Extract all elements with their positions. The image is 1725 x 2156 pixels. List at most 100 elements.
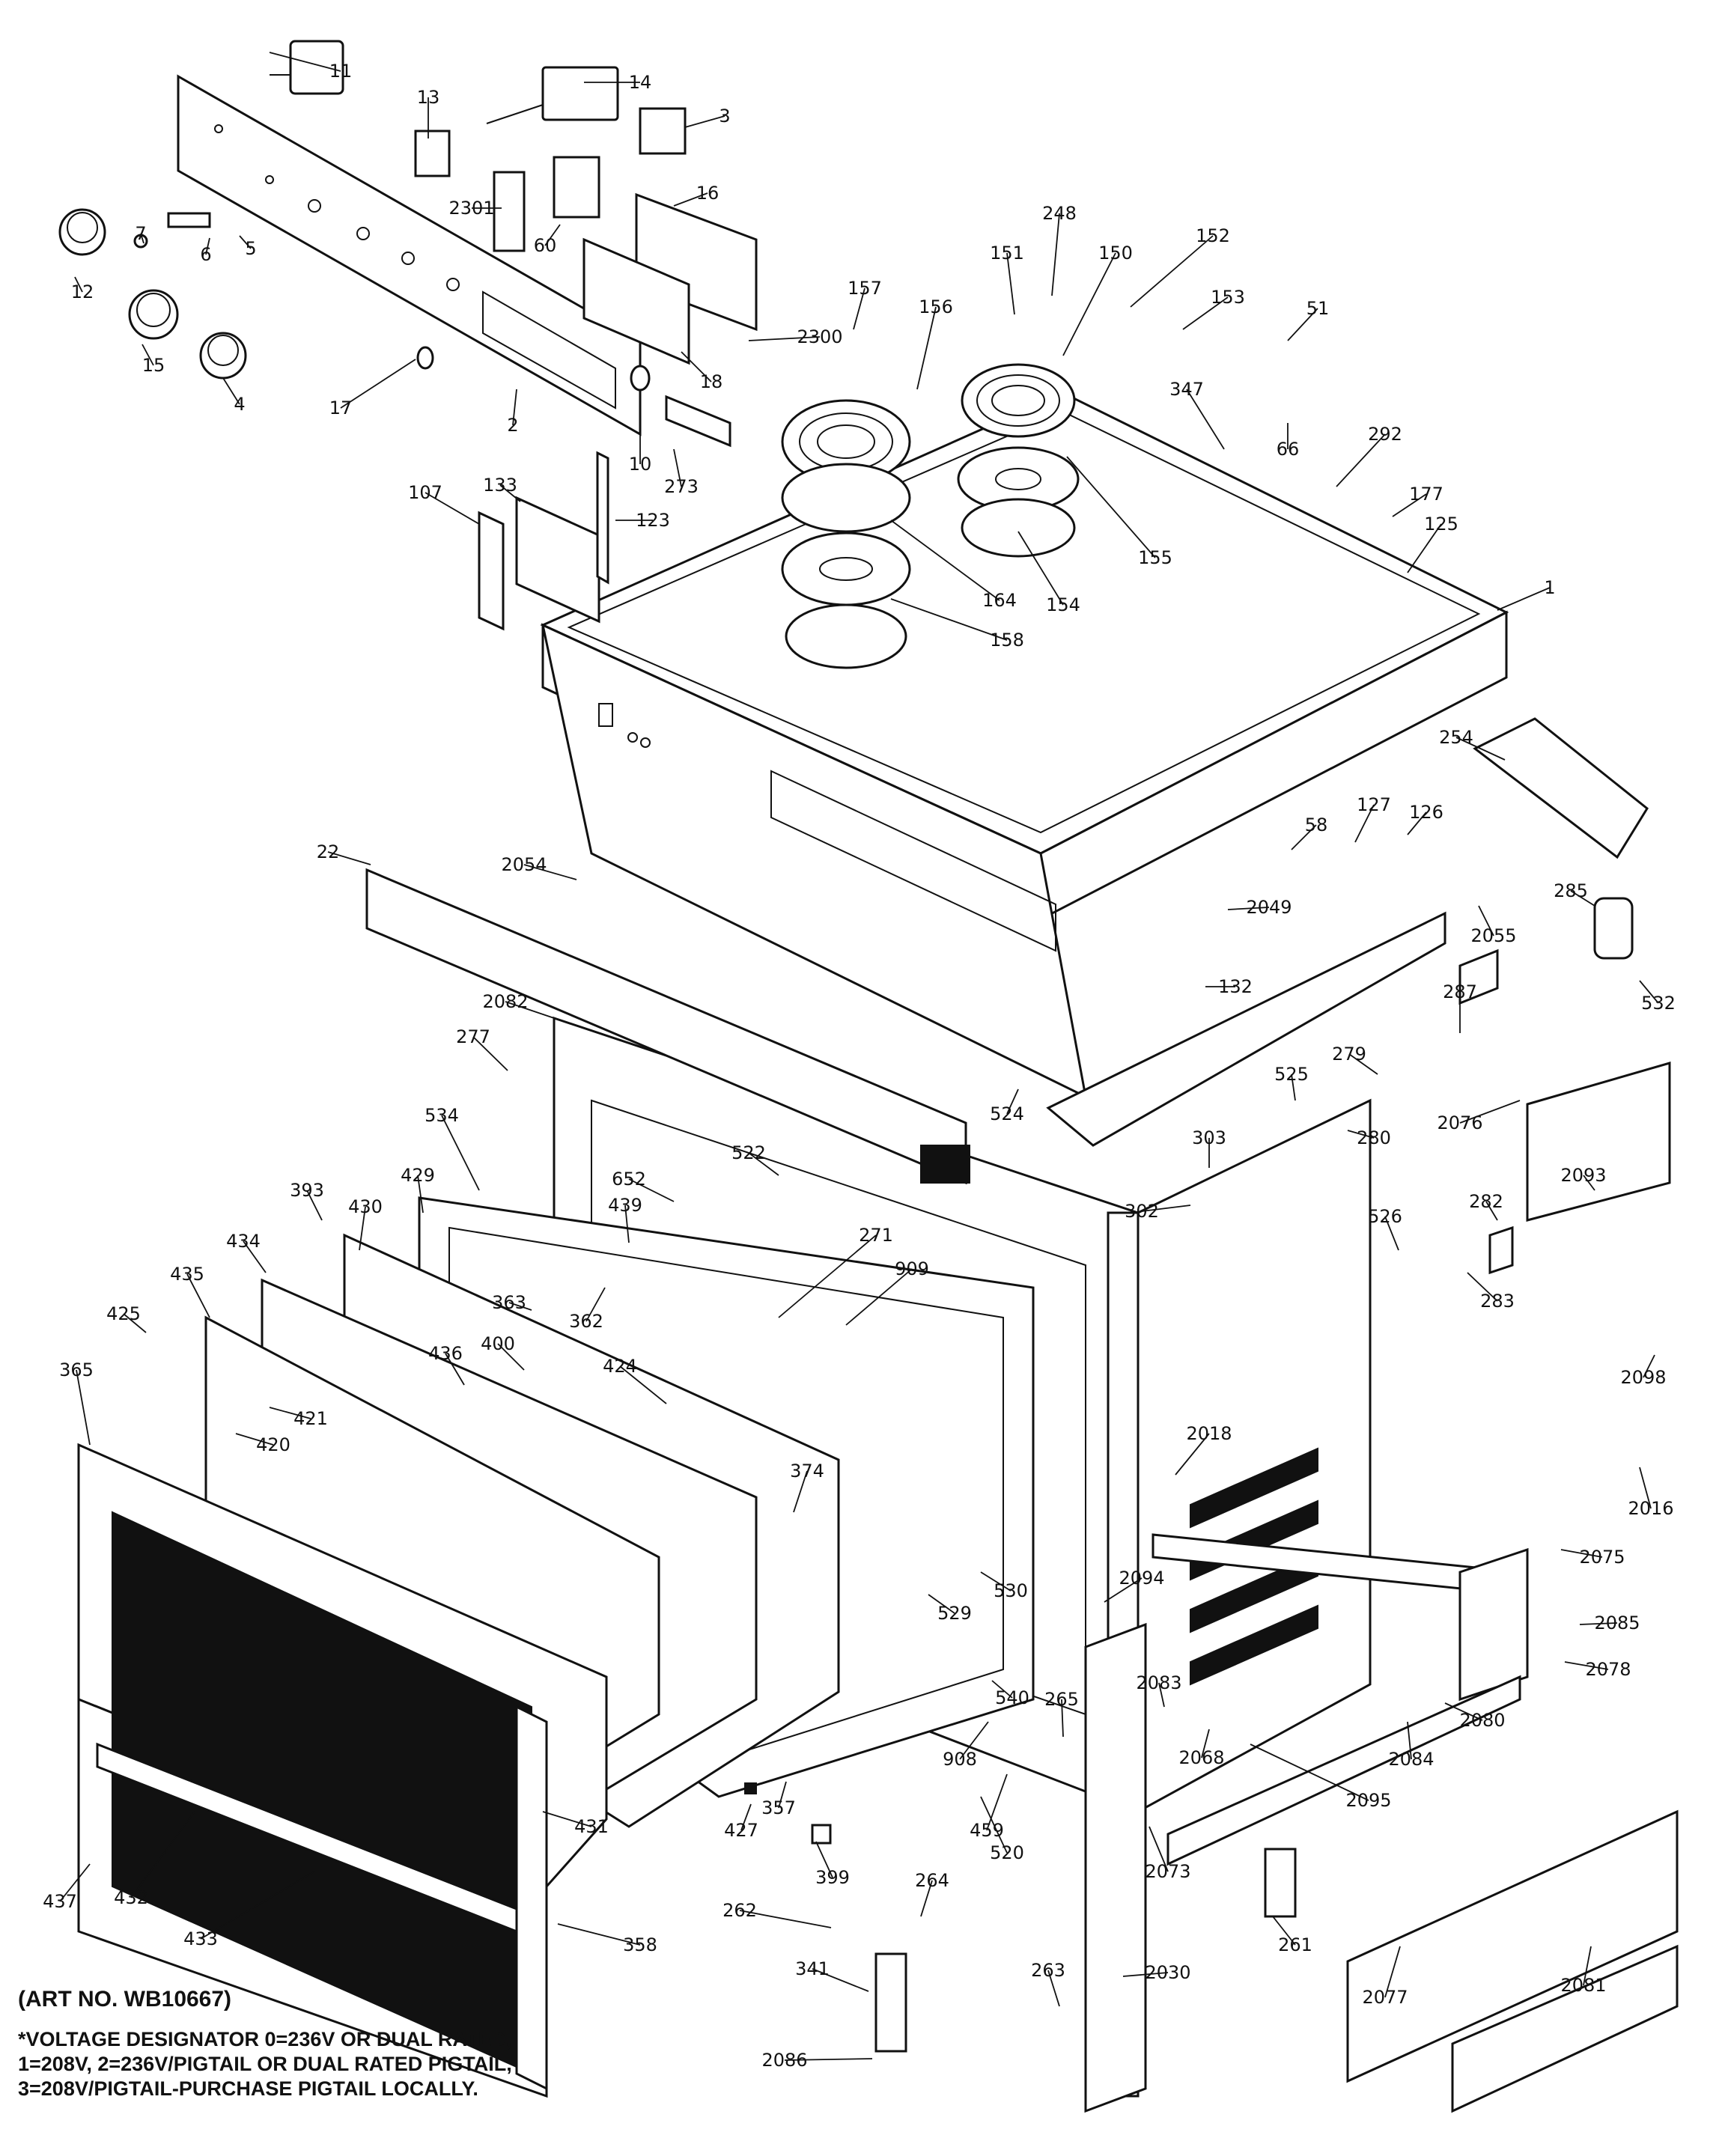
small-controls-top <box>58 40 758 448</box>
callout-label-435: 435 <box>170 1264 204 1285</box>
callout-label-107: 107 <box>408 482 442 503</box>
callout-label-164: 164 <box>982 590 1017 611</box>
callout-label-434: 434 <box>226 1231 261 1252</box>
callout-label-2078: 2078 <box>1585 1659 1631 1680</box>
callout-label-126: 126 <box>1409 802 1443 823</box>
callout-leader-2075 <box>1560 1549 1603 1558</box>
voltage-note-line: 1=208V, 2=236V/PIGTAIL OR DUAL RATED PIG… <box>18 2053 512 2075</box>
callout-label-13: 13 <box>417 87 440 108</box>
callout-leader-6 <box>205 237 210 255</box>
voltage-note-line: 3=208V/PIGTAIL-PURCHASE PIGTAIL LOCALLY. <box>18 2077 478 2100</box>
callout-leader-285 <box>1570 890 1595 907</box>
callout-leader-150 <box>1062 252 1116 356</box>
callout-label-2018: 2018 <box>1186 1423 1232 1444</box>
callout-leader-459 <box>986 1773 1008 1831</box>
callout-label-2077: 2077 <box>1362 1987 1408 2008</box>
callout-label-652: 652 <box>612 1169 646 1190</box>
callout-label-2095: 2095 <box>1345 1790 1391 1811</box>
callout-label-11: 11 <box>329 61 353 82</box>
callout-label-265: 265 <box>1044 1689 1079 1710</box>
callout-label-155: 155 <box>1138 547 1172 568</box>
callout-leader-133 <box>499 484 521 502</box>
callout-label-425: 425 <box>106 1303 141 1324</box>
callout-leader-2049 <box>1227 907 1270 910</box>
callout-label-532: 532 <box>1641 993 1676 1014</box>
callout-leader-265 <box>1061 1699 1064 1738</box>
callout-label-152: 152 <box>1196 225 1230 246</box>
callout-leader-51 <box>1287 308 1318 341</box>
callout-label-125: 125 <box>1424 514 1458 535</box>
callout-leader-126 <box>1407 811 1427 835</box>
callout-leader-2016 <box>1639 1467 1652 1509</box>
callout-label-540: 540 <box>995 1687 1029 1708</box>
callout-label-150: 150 <box>1098 243 1133 264</box>
callout-leader-18 <box>681 351 712 383</box>
callout-leader-363 <box>508 1302 532 1311</box>
callout-leader-1 <box>1497 587 1551 611</box>
callout-leader-12 <box>74 276 83 293</box>
callout-label-302: 302 <box>1125 1201 1159 1222</box>
oven-door-assembly <box>77 1196 1035 2098</box>
callout-leader-11 <box>269 52 341 72</box>
callout-leader-2095 <box>1250 1744 1369 1801</box>
callout-label-262: 262 <box>722 1900 757 1921</box>
callout-leader-2055 <box>1478 905 1494 937</box>
callout-leader-374 <box>793 1470 808 1513</box>
callout-leader-282 <box>1485 1201 1498 1221</box>
callout-leader-435 <box>186 1273 210 1318</box>
callout-label-420: 420 <box>256 1434 290 1455</box>
callout-label-157: 157 <box>848 278 882 299</box>
callout-label-133: 133 <box>483 475 517 496</box>
callout-label-2300: 2300 <box>797 326 842 347</box>
callout-leader-58 <box>1291 824 1317 850</box>
callout-label-277: 277 <box>456 1026 490 1047</box>
callout-label-151: 151 <box>990 243 1024 264</box>
cooktop-main-top <box>540 392 1509 1099</box>
callout-label-2301: 2301 <box>448 198 494 219</box>
callout-label-2098: 2098 <box>1620 1367 1666 1388</box>
callout-label-529: 529 <box>937 1603 972 1624</box>
callout-leader-280 <box>1347 1130 1375 1139</box>
callout-leader-2 <box>512 389 517 426</box>
callout-leader-357 <box>778 1781 787 1809</box>
callout-leader-341 <box>812 1968 869 1992</box>
callout-leader-164 <box>890 520 1000 601</box>
callout-leader-2054 <box>523 864 577 880</box>
callout-label-365: 365 <box>59 1359 94 1380</box>
callout-label-17: 17 <box>329 398 353 418</box>
callout-label-520: 520 <box>990 1842 1024 1863</box>
callout-label-2081: 2081 <box>1560 1975 1606 1996</box>
callout-label-2086: 2086 <box>761 2050 807 2071</box>
callout-leader-2077 <box>1384 1946 1401 1998</box>
callout-leader-399 <box>815 1841 833 1878</box>
callout-leader-347 <box>1186 389 1225 450</box>
callout-label-459: 459 <box>970 1820 1004 1841</box>
callout-leader-526 <box>1384 1216 1399 1251</box>
callout-label-421: 421 <box>293 1408 328 1429</box>
callout-label-432: 432 <box>114 1887 148 1908</box>
callout-label-363: 363 <box>492 1292 526 1313</box>
callout-leader-425 <box>123 1313 147 1333</box>
callout-leader-154 <box>1017 531 1064 606</box>
callout-leader-2073 <box>1149 1826 1169 1872</box>
callout-label-362: 362 <box>569 1311 603 1332</box>
callout-leader-2300 <box>748 336 821 341</box>
callout-label-271: 271 <box>859 1225 893 1246</box>
callout-leader-529 <box>928 1594 955 1614</box>
callout-leader-107 <box>425 492 480 525</box>
callout-label-2055: 2055 <box>1470 925 1516 946</box>
callout-leader-437 <box>59 1863 91 1902</box>
callout-label-341: 341 <box>795 1958 830 1979</box>
callout-label-3: 3 <box>719 106 730 127</box>
callout-leader-279 <box>1348 1053 1378 1075</box>
callout-leader-17 <box>340 359 416 409</box>
callout-leader-2086 <box>784 2058 873 2061</box>
callout-label-2016: 2016 <box>1628 1498 1673 1519</box>
callout-label-525: 525 <box>1274 1064 1309 1085</box>
callout-label-156: 156 <box>919 296 953 317</box>
callout-leader-283 <box>1467 1272 1498 1302</box>
callout-leader-420 <box>235 1433 274 1446</box>
callout-label-15: 15 <box>142 355 165 376</box>
callout-label-287: 287 <box>1443 981 1477 1002</box>
